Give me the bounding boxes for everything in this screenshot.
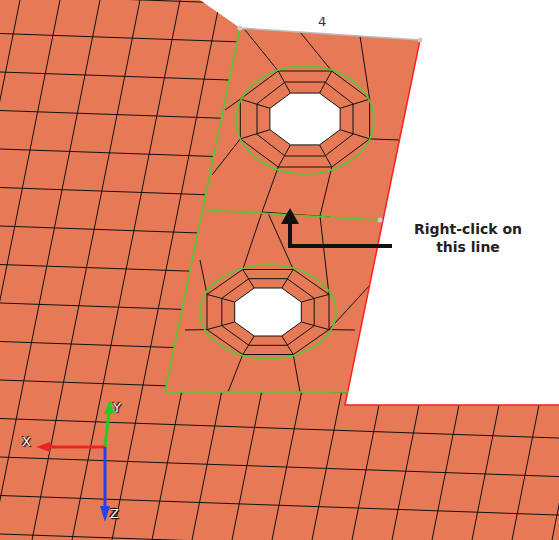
mesh-line [243,336,254,354]
axis-triad [36,400,114,522]
mesh-line [472,0,559,540]
mesh-line [200,260,207,294]
mesh-line [207,322,235,330]
mesh-line [432,0,540,540]
mesh-line [293,354,300,392]
washer-ring [240,71,369,167]
mesh-line [228,354,243,392]
callout-text: Right-click on this line [398,220,538,256]
mesh-line [312,0,420,540]
mesh-line [340,130,370,139]
mesh-line [0,380,559,400]
axis-label: X [22,434,31,449]
green-lines [165,28,380,392]
mesh-line [262,167,278,212]
mesh-line [282,336,293,354]
callout-arrow [281,208,392,246]
washer-ring [257,82,353,156]
mesh-line [512,0,559,540]
mesh-line [278,71,290,93]
mesh-line [301,322,329,330]
mesh-line [0,265,559,285]
bolt-hole [235,288,302,336]
mesh-line [352,0,460,540]
axis-label: Z [110,506,119,521]
mesh-line [0,457,559,477]
mesh-line [0,72,559,92]
mesh-line [243,212,262,270]
mesh-line [392,0,500,540]
mesh-line [0,0,559,15]
washer-ring [207,270,329,355]
mesh-line [243,270,254,288]
mesh-line [245,30,278,71]
mesh-line [282,270,293,288]
mesh-line [240,99,270,108]
mesh-line [0,188,559,208]
mesh-line [0,34,559,54]
mesh-line [207,294,235,302]
mesh-line [320,167,332,216]
bolt-hole [270,93,340,145]
point-number: 4 [318,14,326,29]
washer-mesh [185,30,400,392]
vertices [238,26,423,223]
mesh-line [300,32,332,71]
mesh-line [370,139,400,140]
mesh-line [329,329,355,330]
mesh-line [301,294,329,302]
mesh-line [320,145,332,167]
free-edge [345,40,559,405]
mesh-line [0,0,20,540]
mesh-line [0,496,559,516]
mesh-line [340,99,370,108]
mesh-line [320,71,332,93]
mesh-line [240,130,270,139]
mesh-line [0,534,559,540]
washer-ring [222,279,314,346]
mesh-line [278,145,290,167]
mesh-line [0,419,559,439]
axis-label: Y [113,400,121,415]
top-edge [240,28,420,40]
mesh-line [552,0,559,540]
